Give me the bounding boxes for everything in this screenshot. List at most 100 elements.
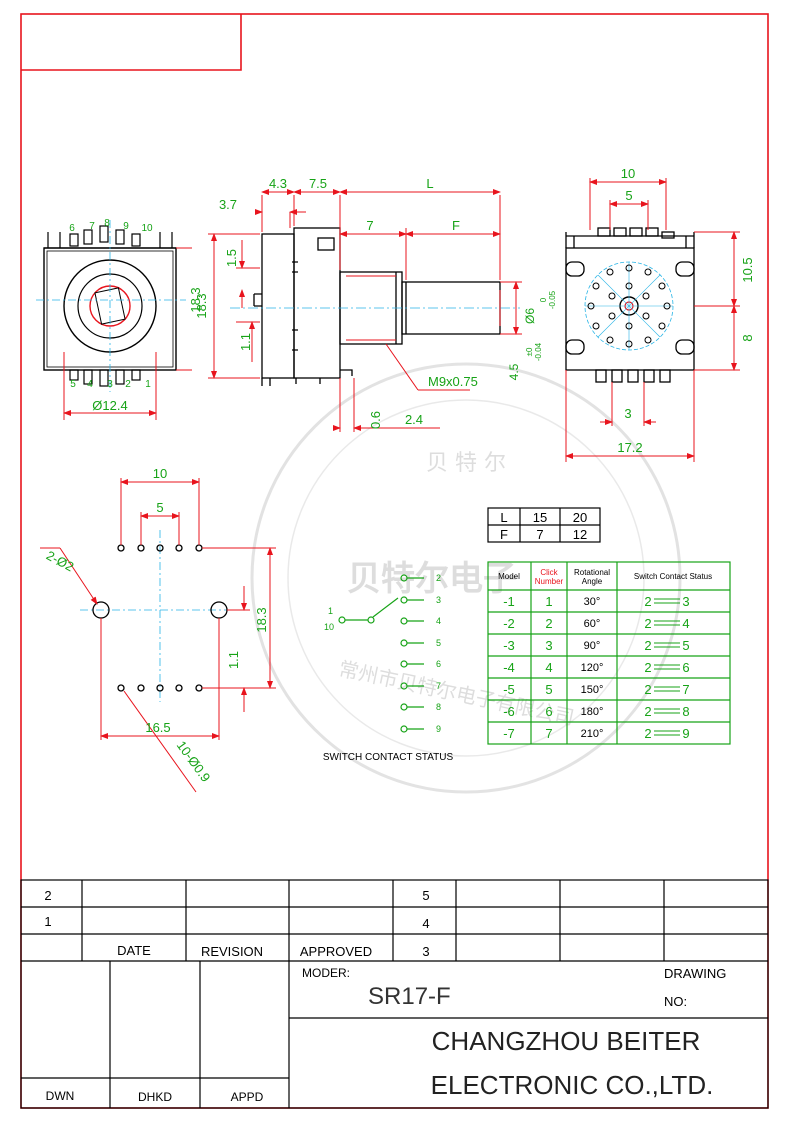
header-right-no: 3 — [422, 944, 429, 959]
lf-cell: 20 — [573, 510, 587, 525]
dim-side-0-6: 0.6 — [368, 411, 383, 429]
status-from: 2 — [644, 660, 651, 675]
click-cell: 6 — [545, 704, 552, 719]
dim-side-3-7: 3.7 — [219, 197, 237, 212]
company-seal-watermark: 贝 特 尔 贝特尔电子 常州市贝特尔电子有限公司 — [250, 362, 682, 794]
contact-label: 8 — [436, 702, 441, 712]
click-cell: 4 — [545, 660, 552, 675]
status-from: 2 — [644, 594, 651, 609]
title-block: 2 5 1 4 DATE REVISION APPROVED 3 MODER: … — [20, 879, 769, 1109]
moder-label: MODER: — [302, 966, 350, 980]
status-from: 2 — [644, 726, 651, 741]
watermark-top: 贝 特 尔 — [426, 451, 506, 476]
status-from: 2 — [644, 638, 651, 653]
dim-side-thread: M9x0.75 — [428, 374, 478, 389]
dim-rear-10-5: 10.5 — [740, 257, 755, 282]
contact-label: 6 — [436, 659, 441, 669]
dim-pcb-16-5: 16.5 — [145, 720, 170, 735]
dim-side-flat-tol: ±0-0.04 — [525, 342, 543, 361]
header-date: DATE — [117, 943, 151, 958]
dim-rear-3: 3 — [624, 406, 631, 421]
click-cell: 1 — [545, 594, 552, 609]
front-view: 6 7 8 9 10 5 4 3 2 1 Ø12.4 18.3 — [36, 218, 203, 420]
header-revision: REVISION — [201, 944, 263, 959]
model-cell: -7 — [503, 726, 515, 741]
lf-table: L 15 20 F 7 12 — [487, 507, 601, 543]
model-cell: -4 — [503, 660, 515, 675]
contact-label: 3 — [436, 595, 441, 605]
dim-rear-8: 8 — [740, 334, 755, 341]
dim-side-F: F — [452, 218, 460, 233]
contact-label: 9 — [436, 724, 441, 734]
angle-cell: 90° — [584, 640, 601, 652]
terminal-label: 1 — [145, 379, 151, 390]
lf-cell: 12 — [573, 527, 587, 542]
angle-cell: 60° — [584, 618, 601, 630]
contact-label: 2 — [436, 573, 441, 583]
dim-front-width: Ø12.4 — [92, 398, 127, 413]
header-approved: APPROVED — [300, 944, 372, 959]
side-view: 4.3 7.5 L 3.7 7 F 18.3 1.5 1.1 Ø6 0-0.05… — [194, 176, 557, 432]
status-to: 6 — [682, 660, 689, 675]
status-to: 3 — [682, 594, 689, 609]
switch-contact-diagram: 1 10 2 3 4 5 6 7 8 9 SWITCH CONTACT STAT… — [323, 573, 454, 763]
status-to: 9 — [682, 726, 689, 741]
lf-cell: 15 — [533, 510, 547, 525]
angle-cell: 150° — [581, 684, 604, 696]
contact-label: 5 — [436, 638, 441, 648]
dim-side-flat: 4.5 — [507, 363, 521, 380]
sign-dwn: DWN — [46, 1089, 75, 1103]
terminal-label: 7 — [89, 221, 95, 232]
rev-right-no: 5 — [422, 888, 429, 903]
status-from: 2 — [644, 616, 651, 631]
dim-side-7-5: 7.5 — [309, 176, 327, 191]
dim-side-4-3: 4.3 — [269, 176, 287, 191]
lf-row-label: F — [500, 527, 508, 542]
dim-rear-10: 10 — [621, 166, 635, 181]
dim-side-7: 7 — [366, 218, 373, 233]
model-cell: -6 — [503, 704, 515, 719]
angle-cell: 120° — [581, 662, 604, 674]
terminal-label: 2 — [125, 379, 131, 390]
angle-cell: 210° — [581, 728, 604, 740]
lf-row-label: L — [500, 510, 507, 525]
status-from: 2 — [644, 704, 651, 719]
watermark-center: 贝特尔电子 — [347, 559, 517, 599]
model-cell: -2 — [503, 616, 515, 631]
dim-side-2-4: 2.4 — [405, 412, 423, 427]
angle-cell: 180° — [581, 706, 604, 718]
status-to: 4 — [682, 616, 689, 631]
dim-pcb-mount-holes: 2-Ø2 — [44, 548, 77, 575]
terminal-label: 8 — [104, 218, 110, 229]
rev-row-no: 1 — [44, 914, 51, 929]
sign-dhkd: DHKD — [138, 1090, 172, 1104]
click-cell: 7 — [545, 726, 552, 741]
contact-label: 4 — [436, 616, 441, 626]
rear-view: 10 5 10.5 8 3 17.2 — [565, 166, 755, 462]
terminal-label: 3 — [107, 379, 113, 390]
terminal-label: 5 — [70, 379, 76, 390]
dim-pcb-10: 10 — [153, 466, 167, 481]
dim-side-18-3: 18.3 — [194, 293, 209, 318]
dim-side-shaft-tol: 0-0.05 — [539, 290, 557, 309]
model-cell: -1 — [503, 594, 515, 609]
lf-cell: 7 — [536, 527, 543, 542]
common-label: 10 — [324, 622, 334, 632]
watermark-bottom: 常州市贝特尔电子有限公司 — [337, 656, 577, 729]
click-cell: 5 — [545, 682, 552, 697]
rev-right-no: 4 — [422, 916, 429, 931]
dim-pcb-1-1: 1.1 — [226, 651, 241, 669]
model-cell: -5 — [503, 682, 515, 697]
dim-front-height: 18.3 — [188, 287, 203, 312]
company-line-1: CHANGZHOU BEITER — [432, 1026, 701, 1056]
sign-appd: APPD — [231, 1090, 264, 1104]
dim-side-1-5: 1.5 — [224, 249, 239, 267]
click-cell: 2 — [545, 616, 552, 631]
dim-rear-5: 5 — [625, 188, 632, 203]
dim-side-shaft-dia: Ø6 — [523, 308, 537, 324]
